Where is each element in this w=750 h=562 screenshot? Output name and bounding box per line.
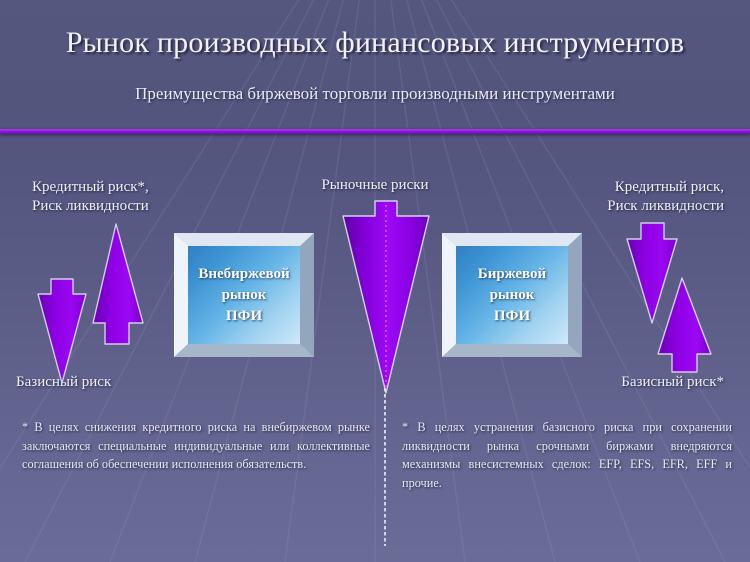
otc-market-box-bevel [174, 233, 314, 357]
exchange-market-line1: Биржевой [477, 265, 547, 282]
otc-market-line2: рынок [221, 286, 267, 303]
label-right-credit-liquidity: Кредитный риск, Риск ликвидности [607, 178, 724, 216]
exchange-market-box-face: Биржевой рынок ПФИ [456, 246, 568, 344]
footnote-right: * В целях устранения базисного риска при… [402, 420, 732, 490]
label-left-basis-risk: Базисный риск [16, 374, 112, 390]
label-left-credit-liquidity-line2: Риск ликвидности [32, 198, 149, 214]
label-right-basis-risk: Базисный риск* [621, 374, 724, 390]
exchange-market-box-bevel [442, 233, 582, 357]
exchange-market-line2: рынок [489, 286, 535, 303]
accent-divider [0, 129, 750, 134]
label-left-credit-liquidity-line1: Кредитный риск*, [32, 179, 149, 195]
label-centre-market-risks: Рыночные риски [321, 177, 429, 193]
exchange-market-line3: ПФИ [493, 307, 531, 324]
page-title: Рынок производных финансовых инструменто… [65, 26, 685, 59]
otc-market-line3: ПФИ [225, 307, 263, 324]
exchange-market-box: Биржевой рынок ПФИ [442, 233, 582, 357]
otc-market-box-face: Внебиржевой рынок ПФИ [188, 246, 300, 344]
centre-dotted-divider [384, 388, 386, 546]
footnote-left: * В целях снижения кредитного риска на в… [22, 420, 370, 471]
left-up-arrow [91, 222, 147, 346]
page-subtitle: Преимущества биржевой торговли производн… [135, 84, 615, 103]
right-up-arrow [656, 276, 714, 374]
label-right-credit-liquidity-line1: Кредитный риск, [614, 179, 724, 195]
otc-market-box: Внебиржевой рынок ПФИ [174, 233, 314, 357]
left-down-arrow [36, 277, 88, 385]
header: Рынок производных финансовых инструменто… [0, 0, 750, 131]
label-left-credit-liquidity: Кредитный риск*, Риск ликвидности [32, 178, 149, 216]
label-right-credit-liquidity-line2: Риск ликвидности [607, 198, 724, 214]
right-down-arrow [625, 221, 679, 325]
otc-market-line1: Внебиржевой [198, 265, 290, 282]
centre-down-arrow [340, 199, 432, 395]
